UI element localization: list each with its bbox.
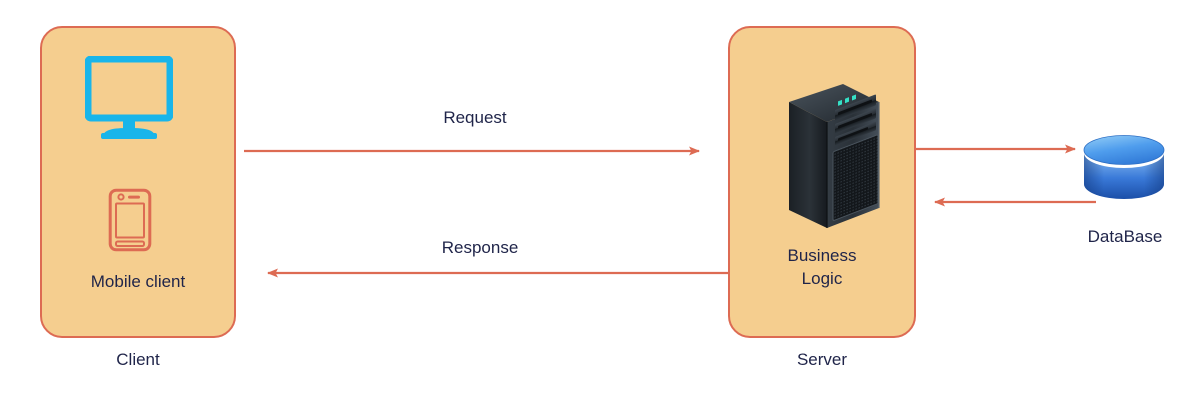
client-caption: Client — [116, 350, 160, 369]
request-arrow-label: Request — [443, 108, 507, 127]
server-tower-icon — [789, 84, 880, 228]
mobile-client-label: Mobile client — [90, 272, 186, 291]
response-arrow-label: Response — [441, 238, 519, 257]
mobile-phone-icon — [108, 188, 152, 252]
client-container[interactable] — [40, 26, 236, 338]
database-caption: DataBase — [1087, 227, 1163, 246]
business-logic-label: Business Logic — [787, 246, 857, 288]
database-cylinder-icon — [1083, 135, 1165, 199]
monitor-icon — [85, 56, 173, 139]
server-caption: Server — [796, 350, 848, 369]
